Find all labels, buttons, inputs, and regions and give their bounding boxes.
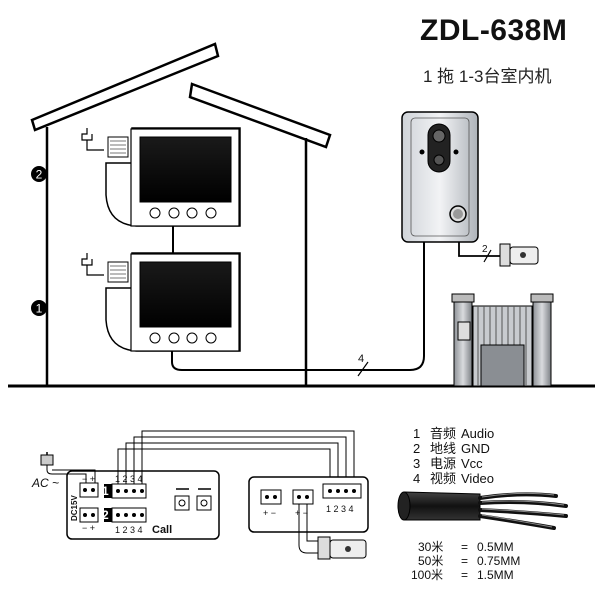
svg-text:=: = [461,568,468,582]
outdoor-polarity-left: + − [263,508,276,518]
svg-text:地线: 地线 [430,441,456,456]
svg-text:50米: 50米 [418,554,443,568]
svg-text:2: 2 [36,168,43,182]
port-1-label: 1 [102,484,109,498]
monitor-buttons [149,207,217,219]
svg-text:1: 1 [36,302,43,316]
svg-text:电源: 电源 [430,456,456,471]
power-polarity-bottom: − + [82,523,95,533]
ac-adapter-icon [40,452,96,483]
cable-mark-4: 4 [358,353,364,365]
svg-text:Video: Video [461,471,494,486]
power-adapter-icon [81,128,104,151]
indoor-pins-bottom: 1 2 3 4 [115,525,143,535]
svg-text:视频: 视频 [430,471,456,486]
svg-text:3: 3 [413,456,420,471]
speaker-grille [107,136,129,158]
floor-marker-1: 1 [31,300,47,316]
lock-cable [458,242,500,257]
svg-text:=: = [461,540,468,554]
svg-text:100米: 100米 [411,568,443,582]
signal-wires [117,430,355,484]
indoor-terminal-board [66,470,220,540]
svg-text:Audio: Audio [461,426,494,441]
system-description: 1 拖 1-3台室内机 [423,67,552,86]
svg-text:1.5MM: 1.5MM [477,568,514,582]
svg-text:=: = [461,554,468,568]
svg-text:0.75MM: 0.75MM [477,554,520,568]
lock-wires [298,504,318,554]
outdoor-polarity-mid: + − [295,508,308,518]
svg-text:音频: 音频 [430,426,456,441]
outdoor-pins: 1 2 3 4 [326,504,354,514]
svg-text:2: 2 [413,441,420,456]
house [30,42,332,386]
call-label: Call [152,524,172,536]
port-2-label: 2 [102,508,109,522]
cable-mark-2: 2 [482,244,488,255]
power-adapter-icon [81,253,104,276]
cable-slash [357,361,369,377]
indoor-monitor-upper [81,127,241,227]
main-cable [171,240,425,371]
svg-text:4: 4 [413,471,420,486]
svg-text:30米: 30米 [418,540,443,554]
monitor-buttons [149,332,217,344]
svg-text:0.5MM: 0.5MM [477,540,514,554]
electric-lock-icon-2 [317,536,367,560]
cable-spec: 30米 = 0.5MM 50米 = 0.75MM 100米 = 1.5MM [411,540,520,582]
model-title: ZDL-638M [420,14,568,47]
gate [451,293,554,387]
monitor-screen [139,261,232,328]
dc-voltage-label: DC15V [70,495,79,521]
svg-text:1: 1 [413,426,420,441]
wire-legend: 1 音频 Audio 2 地线 GND 3 电源 Vcc 4 视频 Video [413,426,494,486]
monitor-screen [139,136,232,203]
svg-text:Vcc: Vcc [461,456,483,471]
power-polarity-top: − + [82,474,95,484]
ac-label: AC ~ [31,476,59,490]
camera-lens-icon [432,129,446,143]
indoor-pins-top: 1 2 3 4 [115,474,143,484]
indoor-monitor-lower [81,252,241,352]
electric-lock-icon [499,243,539,267]
cable-illustration [397,491,568,530]
floor-marker-2: 2 [31,166,47,182]
svg-text:GND: GND [461,441,490,456]
outdoor-terminal-board [248,476,369,533]
speaker-grille [107,261,129,283]
outdoor-station [401,111,479,243]
